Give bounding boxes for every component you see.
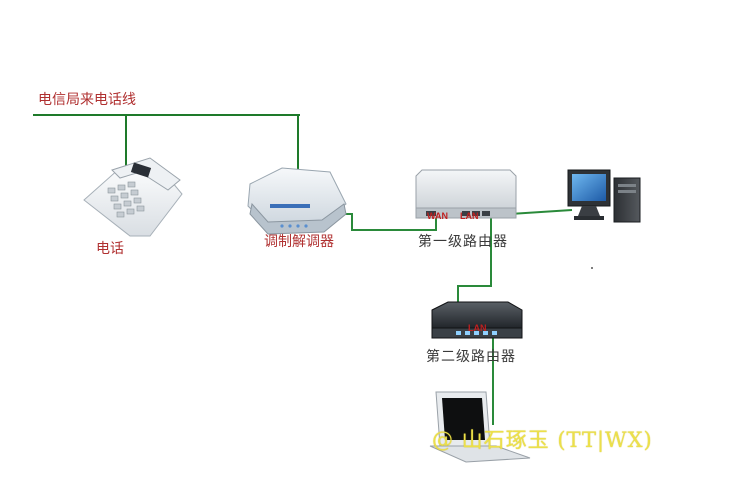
router2-label: 第二级路由器 [426,349,516,365]
stray-dot [591,267,593,269]
router1-label: 第一级路由器 [418,234,508,250]
router1-lan-port-label: LAN [460,211,479,221]
phone-label: 电话 [96,241,124,257]
modem-icon [247,167,347,235]
router2-lan-port-label: LAN [468,323,487,333]
router1-icon [415,169,517,219]
router2-icon [431,301,523,339]
watermark-text: @ 山石琢玉 (TT|WX) [432,428,653,452]
phone-icon [83,157,183,237]
laptop-icon [429,391,531,463]
telecom-line-label: 电信局来电话线 [38,92,136,108]
telecom-line [33,114,300,172]
router1-wan-port-label: WAN [427,211,448,221]
modem-label: 调制解调器 [264,234,334,250]
desktop-computer-icon [567,169,641,223]
